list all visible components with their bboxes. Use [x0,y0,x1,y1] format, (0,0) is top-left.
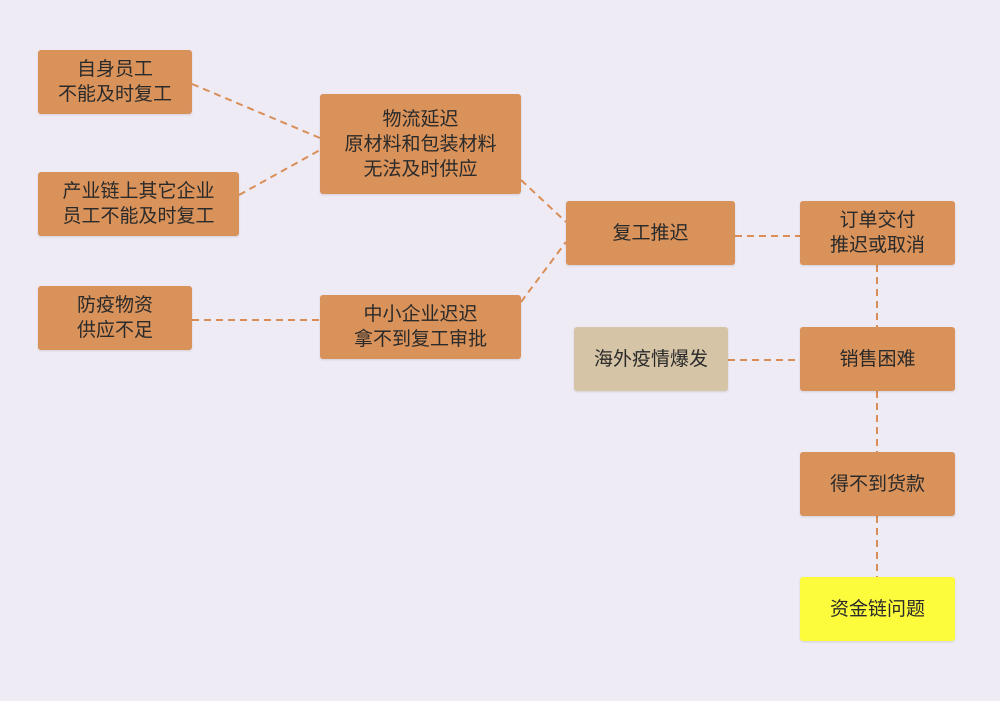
node-label-line: 推迟或取消 [829,234,925,256]
node-self-staff[interactable]: 自身员工不能及时复工 [38,50,192,114]
node-label-line: 无法及时供应 [363,157,478,180]
node-label-line: 自身员工 [76,58,153,80]
connector-self-staff-to-logistics [191,83,321,139]
node-epidemic-supply[interactable]: 防疫物资供应不足 [38,286,192,350]
node-label-line: 拿不到复工审批 [353,328,487,350]
connector-chain-staff-to-logistics [238,149,321,196]
node-label-line: 物流延迟 [382,107,459,130]
node-order-delay[interactable]: 订单交付推迟或取消 [800,201,955,265]
node-chain-staff[interactable]: 产业链上其它企业员工不能及时复工 [38,172,239,236]
node-label-line: 原材料和包装材料 [344,132,497,155]
node-sales[interactable]: 销售困难 [800,327,955,391]
node-label-line: 产业链上其它企业 [62,180,215,202]
node-capital[interactable]: 资金链问题 [800,577,955,641]
node-payment[interactable]: 得不到货款 [800,452,955,516]
node-logistics[interactable]: 物流延迟原材料和包装材料无法及时供应 [320,94,521,194]
node-label-line: 订单交付 [839,209,916,231]
node-label-line: 不能及时复工 [57,83,172,105]
node-overseas[interactable]: 海外疫情爆发 [574,327,728,391]
connector-layer [191,83,878,577]
node-resume-delay[interactable]: 复工推迟 [566,201,735,265]
node-label-line: 员工不能及时复工 [62,205,215,227]
node-label-line: 防疫物资 [76,294,153,316]
node-label-line: 得不到货款 [829,472,925,495]
node-label-line: 资金链问题 [829,597,925,620]
connector-sme-approval-to-resume-delay [520,241,567,303]
connector-logistics-to-resume-delay [520,179,567,223]
node-label-line: 复工推迟 [612,221,689,244]
node-label-line: 销售困难 [839,347,916,370]
node-label-line: 中小企业迟迟 [363,303,478,325]
node-label-line: 供应不足 [76,319,153,341]
node-label-line: 海外疫情爆发 [593,347,708,370]
node-sme-approval[interactable]: 中小企业迟迟拿不到复工审批 [320,295,521,359]
